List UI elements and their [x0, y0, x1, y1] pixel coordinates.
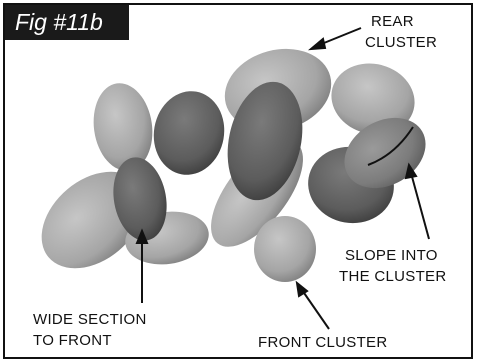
stones-illustration [5, 5, 471, 357]
rear-cluster-label-line1: REAR [371, 12, 414, 32]
slope-label-line1: SLOPE INTO [345, 246, 438, 266]
stone [147, 86, 231, 181]
stone [254, 216, 316, 282]
front-cluster-label: FRONT CLUSTER [258, 333, 387, 353]
arrow-front-cluster [302, 290, 329, 329]
stone [88, 79, 158, 174]
arrow-rear-cluster [319, 28, 361, 45]
wide-section-label-line1: WIDE SECTION [33, 310, 147, 330]
arrow-head [311, 39, 325, 49]
wide-section-label-line2: TO FRONT [33, 331, 112, 351]
slope-label-line2: THE CLUSTER [339, 267, 446, 287]
rear-cluster-label-line2: CLUSTER [365, 33, 437, 53]
arrow-slope [411, 173, 429, 239]
figure-panel: Fig #11b [3, 3, 473, 359]
